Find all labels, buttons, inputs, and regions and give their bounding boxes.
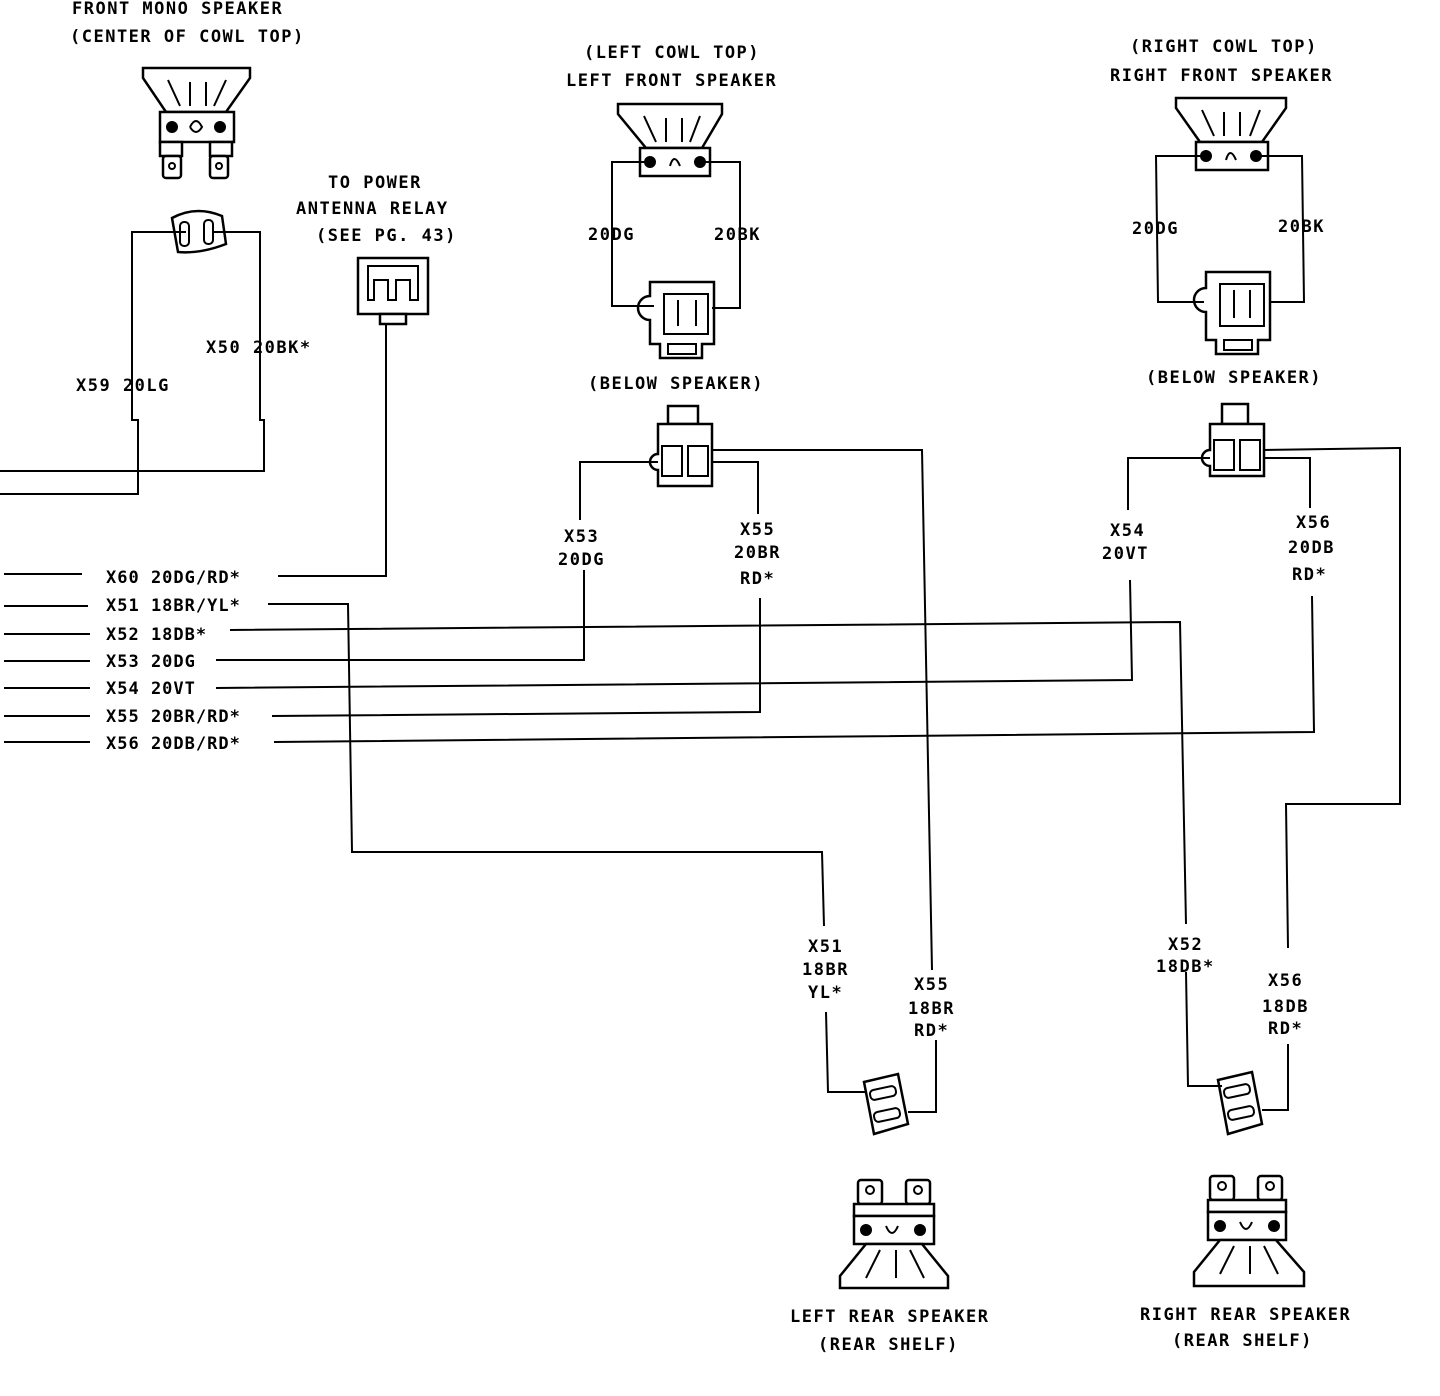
antenna-line1: TO POWER [328, 173, 422, 193]
harness-label: X51 18BR/YL* [106, 596, 241, 616]
wire-label-lr-x55-c: RD* [914, 1021, 949, 1041]
left-front-plug [636, 280, 716, 360]
harness-label: X52 18DB* [106, 625, 207, 645]
wire-label-x54-a: X54 [1110, 521, 1145, 541]
front-mono-connector [170, 209, 228, 254]
wire-label-rr-x52-a: X52 [1168, 935, 1203, 955]
right-front-below-connector [1200, 402, 1266, 478]
wire-label-rr-x52-b: 18DB* [1156, 957, 1215, 977]
wire-label-rf-left: 20DG [1132, 219, 1179, 239]
antenna-relay-connector [356, 256, 430, 326]
wire-label-lr-x51-a: X51 [808, 937, 843, 957]
left-rear-speaker [838, 1178, 950, 1290]
wire-label-x55-c: RD* [740, 569, 775, 589]
left-rear-location: (REAR SHELF) [818, 1335, 959, 1355]
left-rear-connector [862, 1072, 910, 1136]
wire-label-rr-x56-c: RD* [1268, 1019, 1303, 1039]
wires [0, 155, 1401, 1113]
harness-label: X55 20BR/RD* [106, 707, 241, 727]
wire-label-x55-b: 20BR [734, 543, 781, 563]
wire-label-x59: X59 20LG [76, 376, 170, 396]
wire-label-rr-x56-a: X56 [1268, 971, 1303, 991]
wire-label-x54-b: 20VT [1102, 544, 1149, 564]
right-front-location: (RIGHT COWL TOP) [1130, 37, 1318, 57]
wire-label-x50: X50 20BK* [206, 338, 312, 358]
right-front-speaker [1174, 96, 1288, 172]
wire-label-rf-right: 20BK [1278, 217, 1325, 237]
wire-label-lr-x55-a: X55 [914, 975, 949, 995]
front-mono-name: FRONT MONO SPEAKER [72, 0, 283, 19]
right-front-below: (BELOW SPEAKER) [1146, 368, 1322, 388]
wire-label-lf-right: 20BK [714, 225, 761, 245]
right-front-name: RIGHT FRONT SPEAKER [1110, 66, 1333, 86]
wire-label-x53-b: 20DG [558, 550, 605, 570]
harness-label: X60 20DG/RD* [106, 568, 241, 588]
right-rear-name: RIGHT REAR SPEAKER [1140, 1305, 1351, 1325]
antenna-line3: (SEE PG. 43) [316, 226, 457, 246]
wire-label-rr-x56-b: 18DB [1262, 997, 1309, 1017]
left-front-name: LEFT FRONT SPEAKER [566, 71, 777, 91]
left-front-speaker [616, 102, 724, 178]
harness-label: X54 20VT [106, 679, 196, 699]
left-rear-name: LEFT REAR SPEAKER [790, 1307, 990, 1327]
right-rear-location: (REAR SHELF) [1172, 1331, 1313, 1351]
front-mono-location: (CENTER OF COWL TOP) [70, 27, 305, 47]
right-front-plug [1192, 270, 1272, 356]
harness-label: X53 20DG [106, 652, 196, 672]
left-front-below-connector [648, 404, 714, 488]
wire-label-lr-x51-b: 18BR [802, 960, 849, 980]
wire-label-lr-x51-c: YL* [808, 983, 843, 1003]
wire-label-x56-c: RD* [1292, 565, 1327, 585]
wire-label-lr-x55-b: 18BR [908, 999, 955, 1019]
front-mono-speaker [141, 66, 252, 180]
wire-label-x53-a: X53 [564, 527, 599, 547]
wire-label-lf-left: 20DG [588, 225, 635, 245]
left-front-location: (LEFT COWL TOP) [584, 43, 760, 63]
wire-label-x56-b: 20DB [1288, 538, 1335, 558]
harness-labels: X60 20DG/RD* X51 18BR/YL* X52 18DB* X53 … [106, 568, 241, 754]
wire-label-x56-a: X56 [1296, 513, 1331, 533]
right-rear-speaker [1192, 1174, 1306, 1288]
right-rear-connector [1216, 1070, 1264, 1136]
harness-label: X56 20DB/RD* [106, 734, 241, 754]
left-front-below: (BELOW SPEAKER) [588, 374, 764, 394]
wire-label-x55-a: X55 [740, 520, 775, 540]
antenna-line2: ANTENNA RELAY [296, 199, 449, 219]
